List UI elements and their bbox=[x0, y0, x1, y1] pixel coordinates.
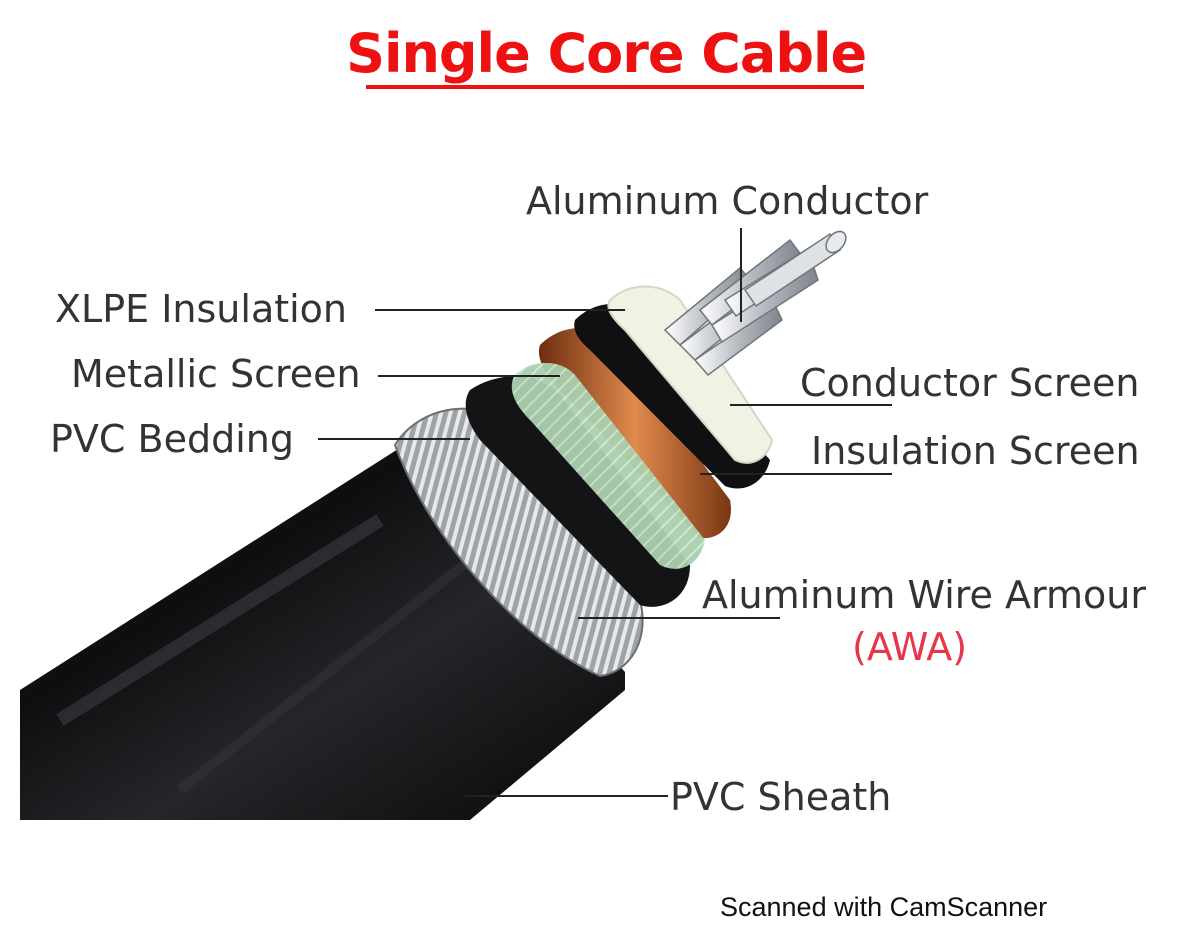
aluminum-conductor-strands bbox=[663, 230, 847, 377]
label-conductor-screen: Conductor Screen bbox=[800, 361, 1140, 405]
metallic-screen-shape bbox=[538, 328, 731, 539]
label-pvc-bedding: PVC Bedding bbox=[50, 417, 294, 461]
scanner-footer: Scanned with CamScanner bbox=[720, 892, 1048, 922]
label-awa: (AWA) bbox=[852, 625, 968, 669]
label-pvc-sheath: PVC Sheath bbox=[670, 775, 892, 819]
page-title: Single Core Cable bbox=[346, 22, 884, 85]
label-metallic-screen: Metallic Screen bbox=[71, 352, 361, 396]
label-insulation-screen: Insulation Screen bbox=[811, 429, 1140, 473]
title-underline bbox=[366, 85, 864, 89]
leader-lines bbox=[318, 228, 892, 797]
label-aluminum-conductor: Aluminum Conductor bbox=[526, 179, 929, 223]
label-aluminum-wire-armour: Aluminum Wire Armour bbox=[702, 573, 1146, 617]
armour-wires-shape bbox=[393, 407, 644, 678]
label-xlpe-insulation: XLPE Insulation bbox=[55, 287, 348, 331]
xlpe-insulation-shape bbox=[607, 285, 774, 464]
